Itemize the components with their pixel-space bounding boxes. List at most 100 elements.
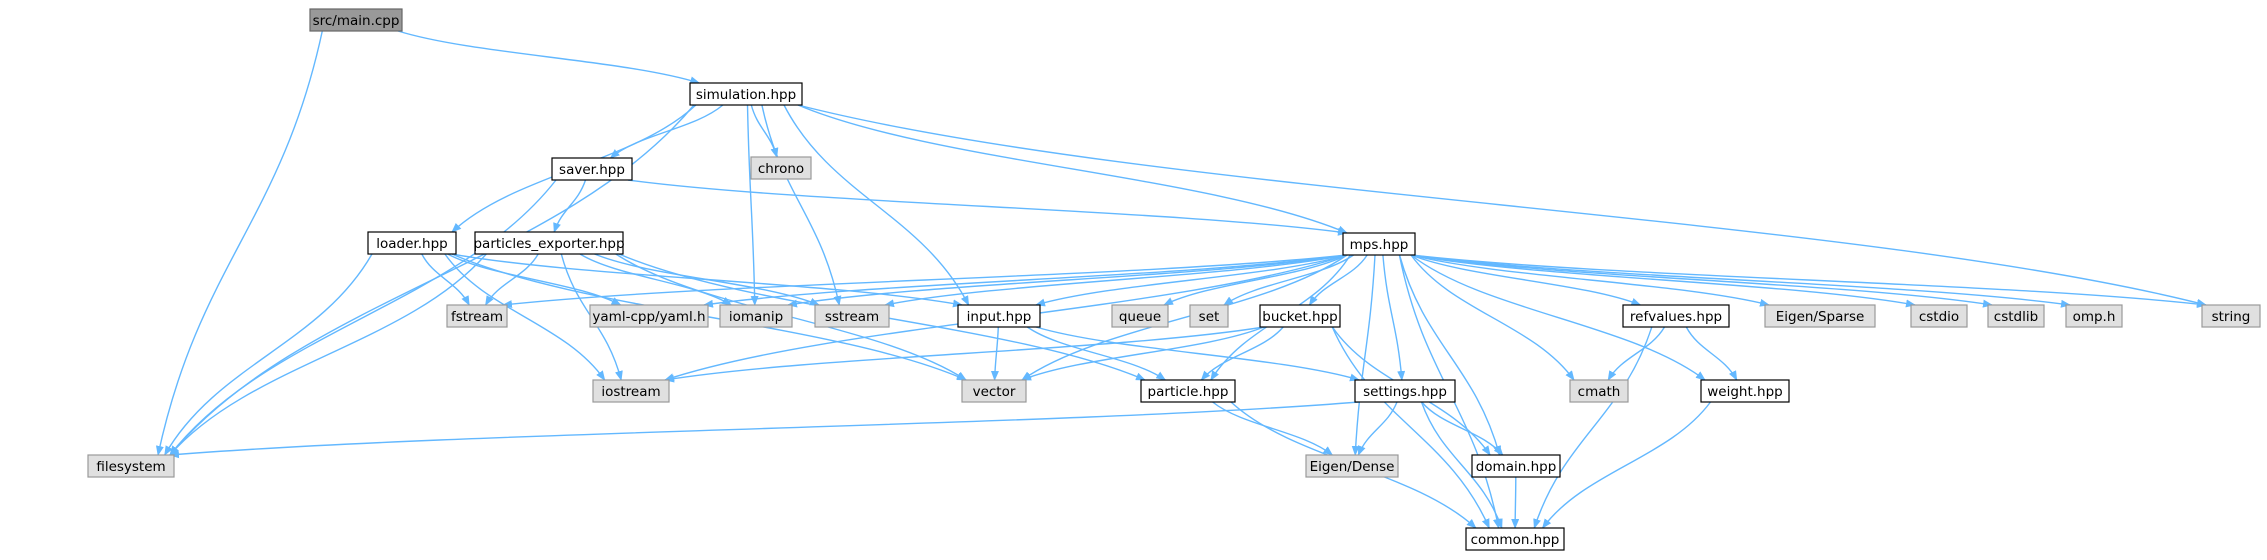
node-refvalues-hpp-box	[1622, 304, 1730, 328]
node-mps-hpp[interactable]: mps.hpp	[1342, 232, 1416, 256]
node-input-hpp-label: input.hpp	[967, 309, 1032, 325]
edge-loader-to-filesystem	[164, 253, 373, 456]
edge-mps-to-omp	[1410, 254, 2071, 308]
node-settings-hpp[interactable]: settings.hpp	[1354, 379, 1456, 403]
node-cmath-label: cmath	[1578, 384, 1621, 400]
node-cmath: cmath	[1569, 379, 1629, 403]
edge-mps-to-yaml	[703, 254, 1348, 308]
node-particles-exporter-hpp-box	[474, 231, 624, 255]
node-yaml-cpp: yaml-cpp/yaml.h	[589, 304, 709, 328]
node-particle-hpp[interactable]: particle.hpp	[1140, 379, 1236, 403]
node-bucket-hpp-box	[1259, 304, 1341, 328]
edge-input-to-vector	[990, 326, 999, 381]
node-domain-hpp-box	[1471, 454, 1561, 478]
edge-settings-to-common	[1420, 401, 1503, 529]
node-iostream-box	[592, 379, 670, 403]
edge-mps-to-domain	[1398, 254, 1502, 456]
node-bucket-hpp-label: bucket.hpp	[1262, 309, 1337, 325]
edge-weight-to-common	[1542, 401, 1712, 529]
edges-layer	[155, 30, 2207, 529]
node-saver-hpp[interactable]: saver.hpp	[551, 157, 633, 181]
node-eigen-sparse: Eigen/Sparse	[1764, 304, 1876, 328]
edge-pexporter-to-sstream	[594, 253, 820, 306]
node-particle-hpp-box	[1140, 379, 1236, 403]
edge-saver-to-mps	[627, 179, 1348, 236]
node-eigen-dense: Eigen/Dense	[1305, 454, 1399, 478]
node-iomanip: iomanip	[719, 304, 793, 328]
node-chrono: chrono	[750, 156, 812, 180]
node-common-hpp-label: common.hpp	[1471, 532, 1560, 548]
node-omp-h: omp.h	[2065, 304, 2123, 328]
node-queue: queue	[1111, 304, 1169, 328]
node-simulation-hpp[interactable]: simulation.hpp	[689, 82, 803, 106]
node-refvalues-hpp[interactable]: refvalues.hpp	[1622, 304, 1730, 328]
node-eigen-dense-label: Eigen/Dense	[1310, 459, 1395, 475]
node-vector-box	[961, 379, 1027, 403]
edge-mps-to-fstream	[502, 254, 1348, 309]
node-cstdlib-box	[1987, 304, 2045, 328]
edge-bucket-to-iostream	[664, 326, 1265, 383]
node-simulation-hpp-label: simulation.hpp	[696, 87, 796, 103]
node-common-hpp[interactable]: common.hpp	[1465, 527, 1565, 551]
node-main-cpp-box	[309, 8, 403, 32]
edge-mps-to-bucket	[1308, 254, 1368, 306]
edge-simulation-to-sstream	[761, 104, 842, 306]
node-input-hpp[interactable]: input.hpp	[957, 304, 1041, 328]
node-common-hpp-box	[1465, 527, 1565, 551]
node-bucket-hpp[interactable]: bucket.hpp	[1259, 304, 1341, 328]
edge-mps-to-eigendense	[1351, 254, 1376, 456]
edge-pexporter-to-fstream	[484, 253, 539, 306]
node-particles-exporter-hpp-label: particles_exporter.hpp	[473, 236, 624, 252]
edge-settings-to-domain	[1421, 401, 1504, 456]
edge-loader-to-fstream	[421, 253, 470, 306]
edge-bucket-to-common	[1331, 326, 1490, 529]
edge-mps-to-set	[1223, 254, 1354, 306]
edge-refvalues-to-weight	[1685, 326, 1738, 381]
edge-saver-to-pexporter	[553, 179, 587, 233]
node-iomanip-label: iomanip	[729, 309, 783, 325]
node-sstream-label: sstream	[825, 309, 879, 325]
edge-simulation-to-mps	[797, 104, 1348, 234]
edge-mps-to-cstdio	[1410, 254, 1916, 308]
edge-loader-to-vector	[451, 253, 967, 381]
node-omp-h-box	[2065, 304, 2123, 328]
node-weight-hpp[interactable]: weight.hpp	[1700, 379, 1790, 403]
node-domain-hpp-label: domain.hpp	[1476, 459, 1557, 475]
node-set-box	[1189, 304, 1229, 328]
node-simulation-hpp-box	[689, 82, 803, 106]
node-queue-label: queue	[1119, 309, 1161, 325]
edge-main-to-filesystem	[155, 30, 323, 456]
node-eigen-sparse-box	[1764, 304, 1876, 328]
node-settings-hpp-box	[1354, 379, 1456, 403]
node-particles-exporter-hpp[interactable]: particles_exporter.hpp	[473, 231, 625, 255]
node-yaml-cpp-label: yaml-cpp/yaml.h	[592, 309, 705, 325]
edge-input-to-particle	[1026, 326, 1167, 381]
node-fstream: fstream	[446, 304, 508, 328]
node-cmath-box	[1569, 379, 1629, 403]
edge-mps-to-vector	[1021, 254, 1348, 381]
node-loader-hpp[interactable]: loader.hpp	[367, 231, 457, 255]
edge-mps-to-queue	[1163, 254, 1348, 306]
node-fstream-box	[446, 304, 508, 328]
edge-simulation-to-string	[797, 104, 2207, 307]
node-string: string	[2201, 304, 2261, 328]
edge-simulation-to-input	[783, 104, 970, 306]
nodes-layer: src/main.cpp simulation.hpp chrono saver.hp…	[87, 8, 2261, 551]
node-domain-hpp[interactable]: domain.hpp	[1471, 454, 1561, 478]
node-input-hpp-box	[957, 304, 1041, 328]
node-iostream: iostream	[592, 379, 670, 403]
node-chrono-box	[750, 156, 812, 180]
node-main-cpp[interactable]: src/main.cpp	[309, 8, 403, 32]
node-vector: vector	[961, 379, 1027, 403]
node-omp-h-label: omp.h	[2073, 309, 2116, 325]
edge-domain-to-common	[1511, 476, 1520, 529]
edge-mps-to-cmath	[1410, 254, 1575, 381]
edge-mps-to-input	[1035, 254, 1348, 307]
node-cstdio-label: cstdio	[1919, 309, 1959, 325]
node-set: set	[1189, 304, 1229, 328]
edge-mps-to-cstdlib	[1410, 254, 1993, 308]
node-mps-hpp-box	[1342, 232, 1416, 256]
node-particle-hpp-label: particle.hpp	[1148, 384, 1229, 400]
node-cstdio: cstdio	[1910, 304, 1968, 328]
edge-simulation-to-saver	[609, 104, 724, 159]
